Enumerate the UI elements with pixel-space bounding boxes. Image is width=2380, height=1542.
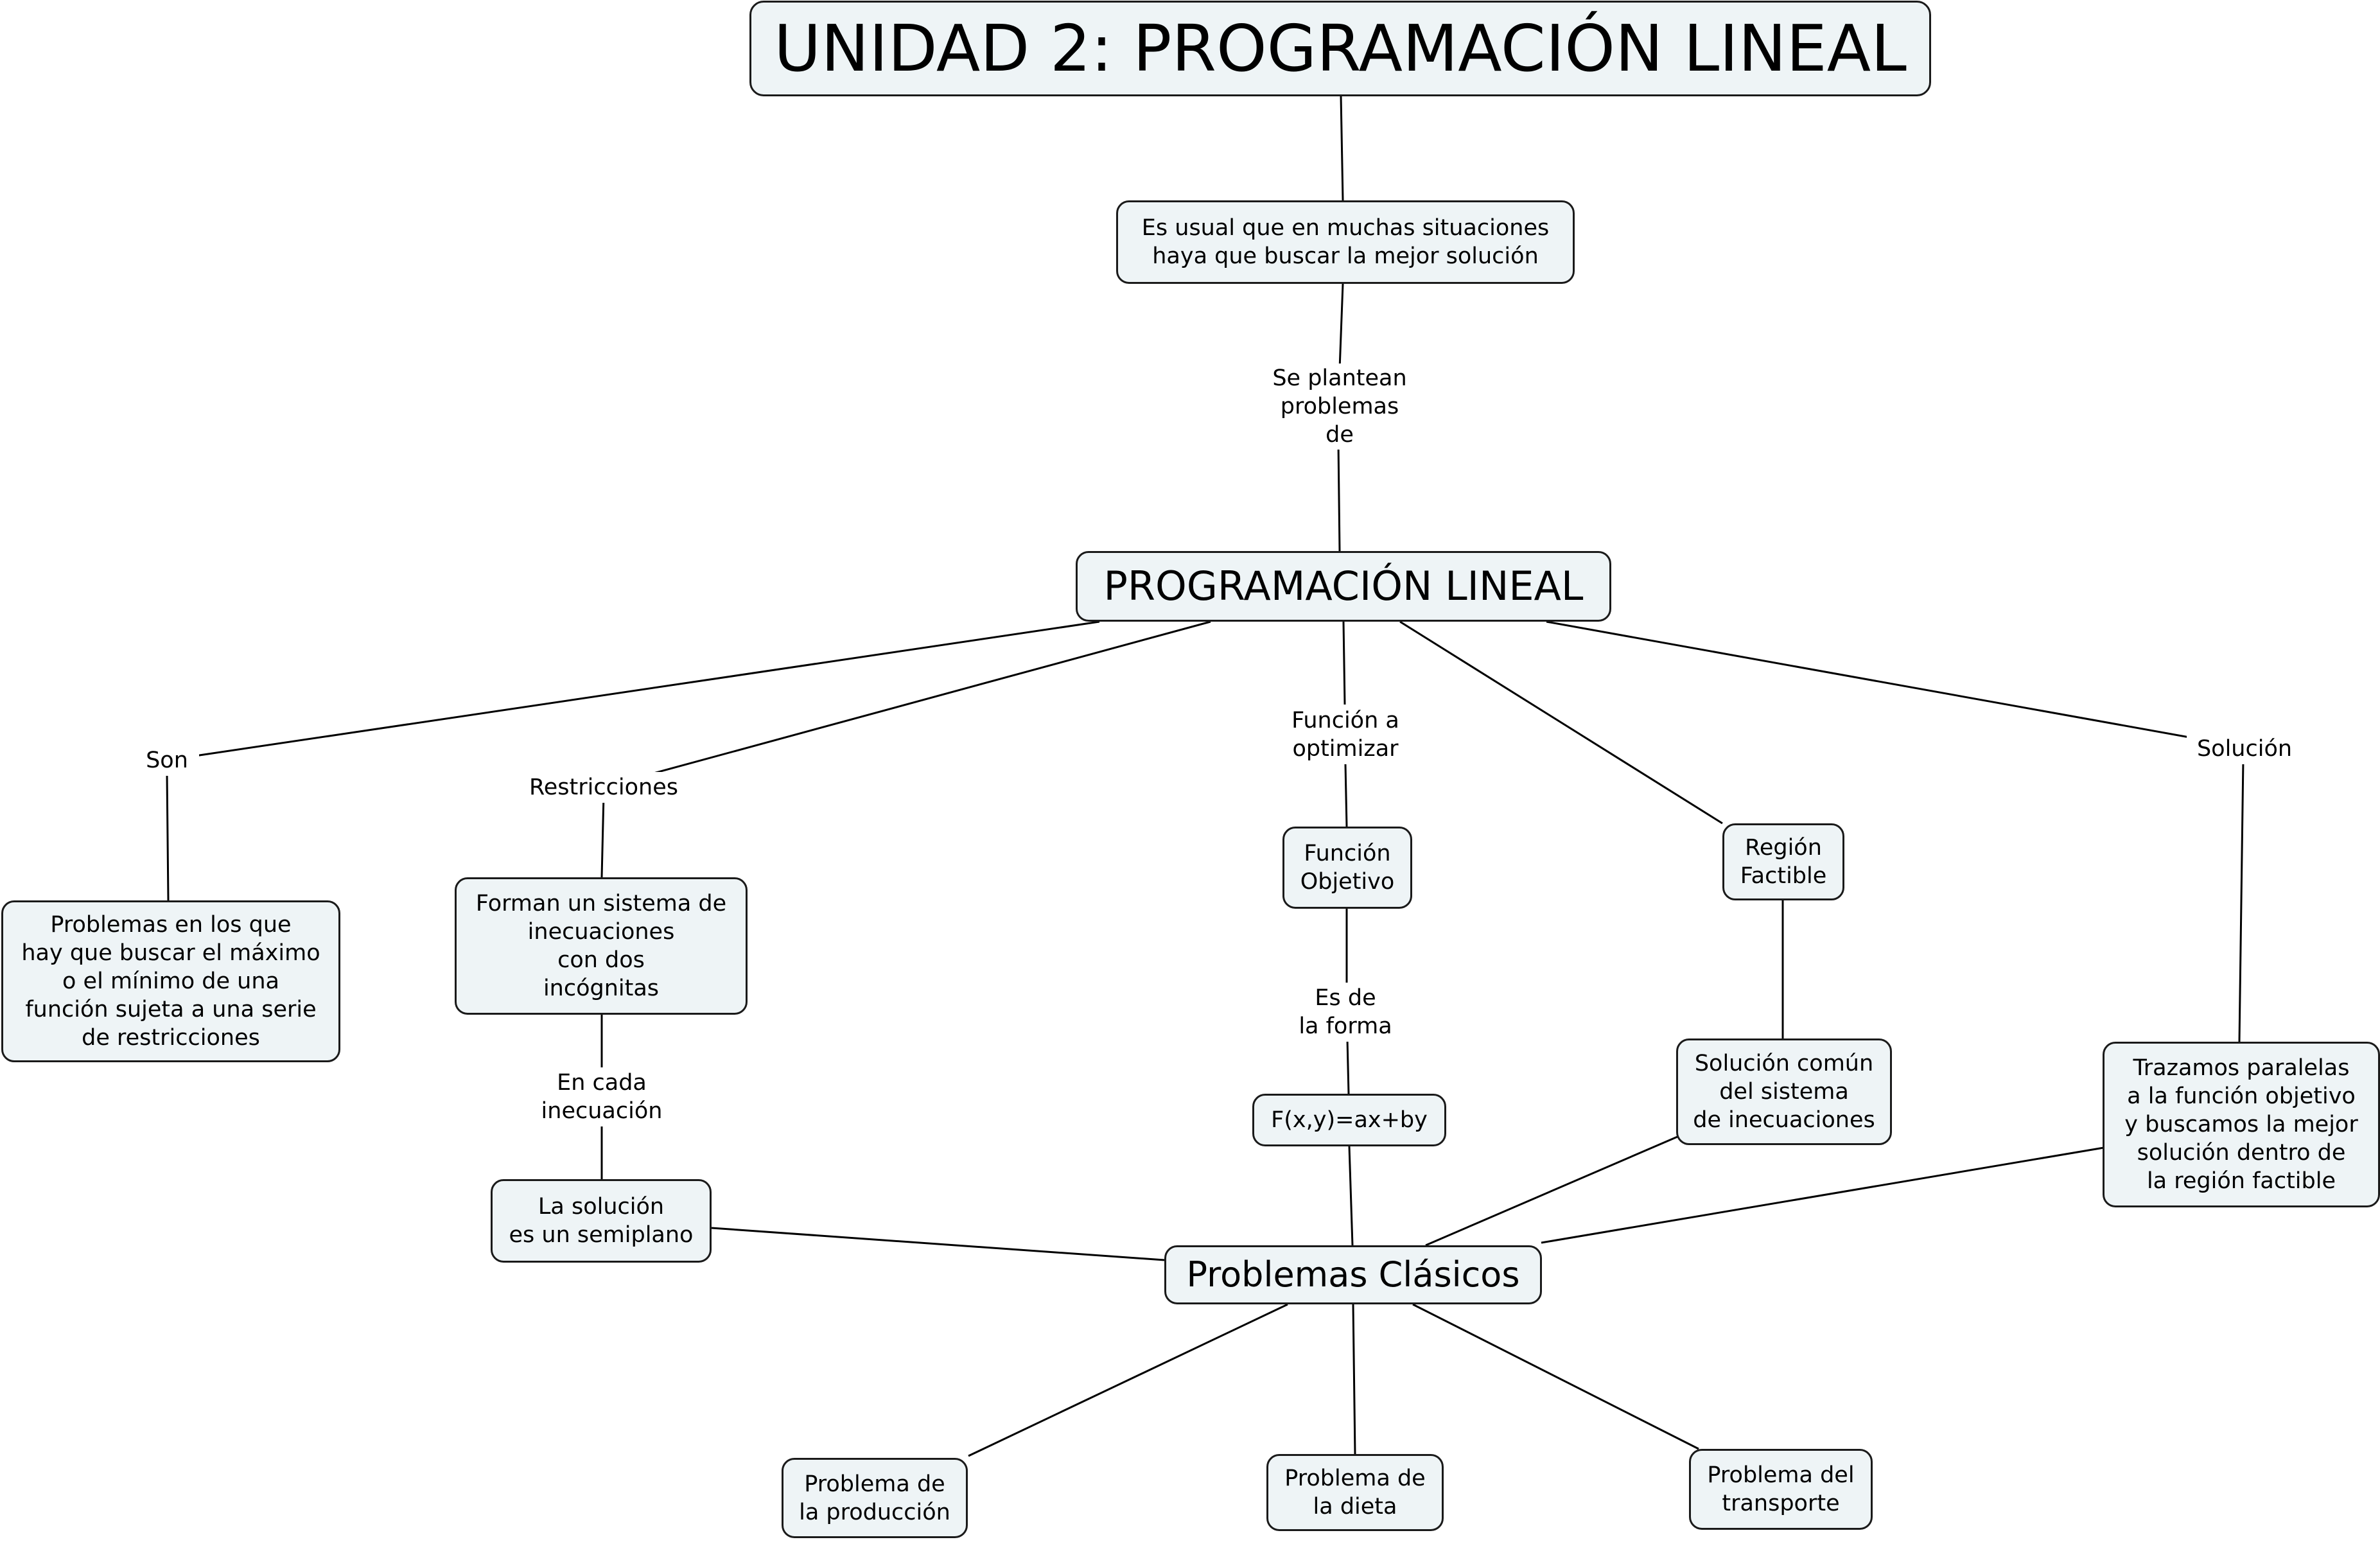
node-problemas-maximo: Problemas en los que hay que buscar el m… [1, 900, 340, 1062]
node-problema-transporte: Problema del transporte [1689, 1449, 1873, 1530]
link-label-restricciones: Restricciones [520, 772, 687, 803]
edge-clasicos-dieta [1352, 1304, 1356, 1455]
link-label-funcion-optimizar: Función a optimizar [1272, 705, 1419, 764]
edge-clasicos-transporte [1412, 1303, 1699, 1450]
edge-prog-solucion [1546, 620, 2197, 740]
node-intro: Es usual que en muchas situaciones haya … [1116, 200, 1575, 284]
node-solucion-comun: Solución común del sistema de inecuacion… [1676, 1038, 1892, 1145]
node-sistema-inecuaciones: Forman un sistema de inecuaciones con do… [455, 877, 748, 1015]
edge-title-intro [1340, 96, 1344, 201]
link-label-son: Son [135, 745, 199, 776]
edge-esde-formula [1346, 1038, 1350, 1094]
edge-restricciones-sistema [600, 794, 605, 878]
link-label-plantean: Se plantean problemas de [1251, 364, 1428, 450]
node-problema-produccion: Problema de la producción [782, 1458, 968, 1538]
edge-formula-clasicos [1348, 1146, 1354, 1246]
edge-clasicos-produccion [968, 1303, 1288, 1457]
diagram-title: UNIDAD 2: PROGRAMACIÓN LINEAL [749, 1, 1931, 96]
edge-son-problemas [166, 773, 170, 901]
node-problema-dieta: Problema de la dieta [1266, 1454, 1444, 1531]
edge-prog-restricciones [643, 620, 1211, 777]
node-programacion-lineal: PROGRAMACIÓN LINEAL [1076, 551, 1611, 622]
edge-intro-plantean [1338, 283, 1344, 370]
edge-optimizar-fobjetivo [1344, 764, 1348, 827]
edge-semiplano-clasicos [711, 1227, 1165, 1261]
node-trazamos-paralelas: Trazamos paralelas a la función objetivo… [2103, 1042, 2380, 1207]
edge-prog-son [190, 620, 1100, 758]
link-label-solucion: Solución [2187, 733, 2302, 764]
edge-solcomun-clasicos [1425, 1135, 1678, 1247]
link-label-es-de: Es de la forma [1281, 983, 1410, 1042]
edge-plantean-prog [1337, 442, 1341, 552]
node-funcion-objetivo: Función Objetivo [1282, 827, 1412, 909]
node-formula: F(x,y)=ax+by [1252, 1094, 1446, 1146]
edge-solucion-trazamos [2238, 759, 2244, 1042]
link-label-en-cada: En cada inecuación [525, 1067, 679, 1126]
edge-prog-optimizar [1342, 621, 1346, 705]
node-semiplano: La solución es un semiplano [491, 1179, 712, 1263]
node-region-factible: Región Factible [1722, 823, 1844, 900]
node-problemas-clasicos: Problemas Clásicos [1164, 1245, 1542, 1304]
edge-trazamos-clasicos [1541, 1146, 2104, 1244]
edge-prog-region [1399, 620, 1723, 825]
